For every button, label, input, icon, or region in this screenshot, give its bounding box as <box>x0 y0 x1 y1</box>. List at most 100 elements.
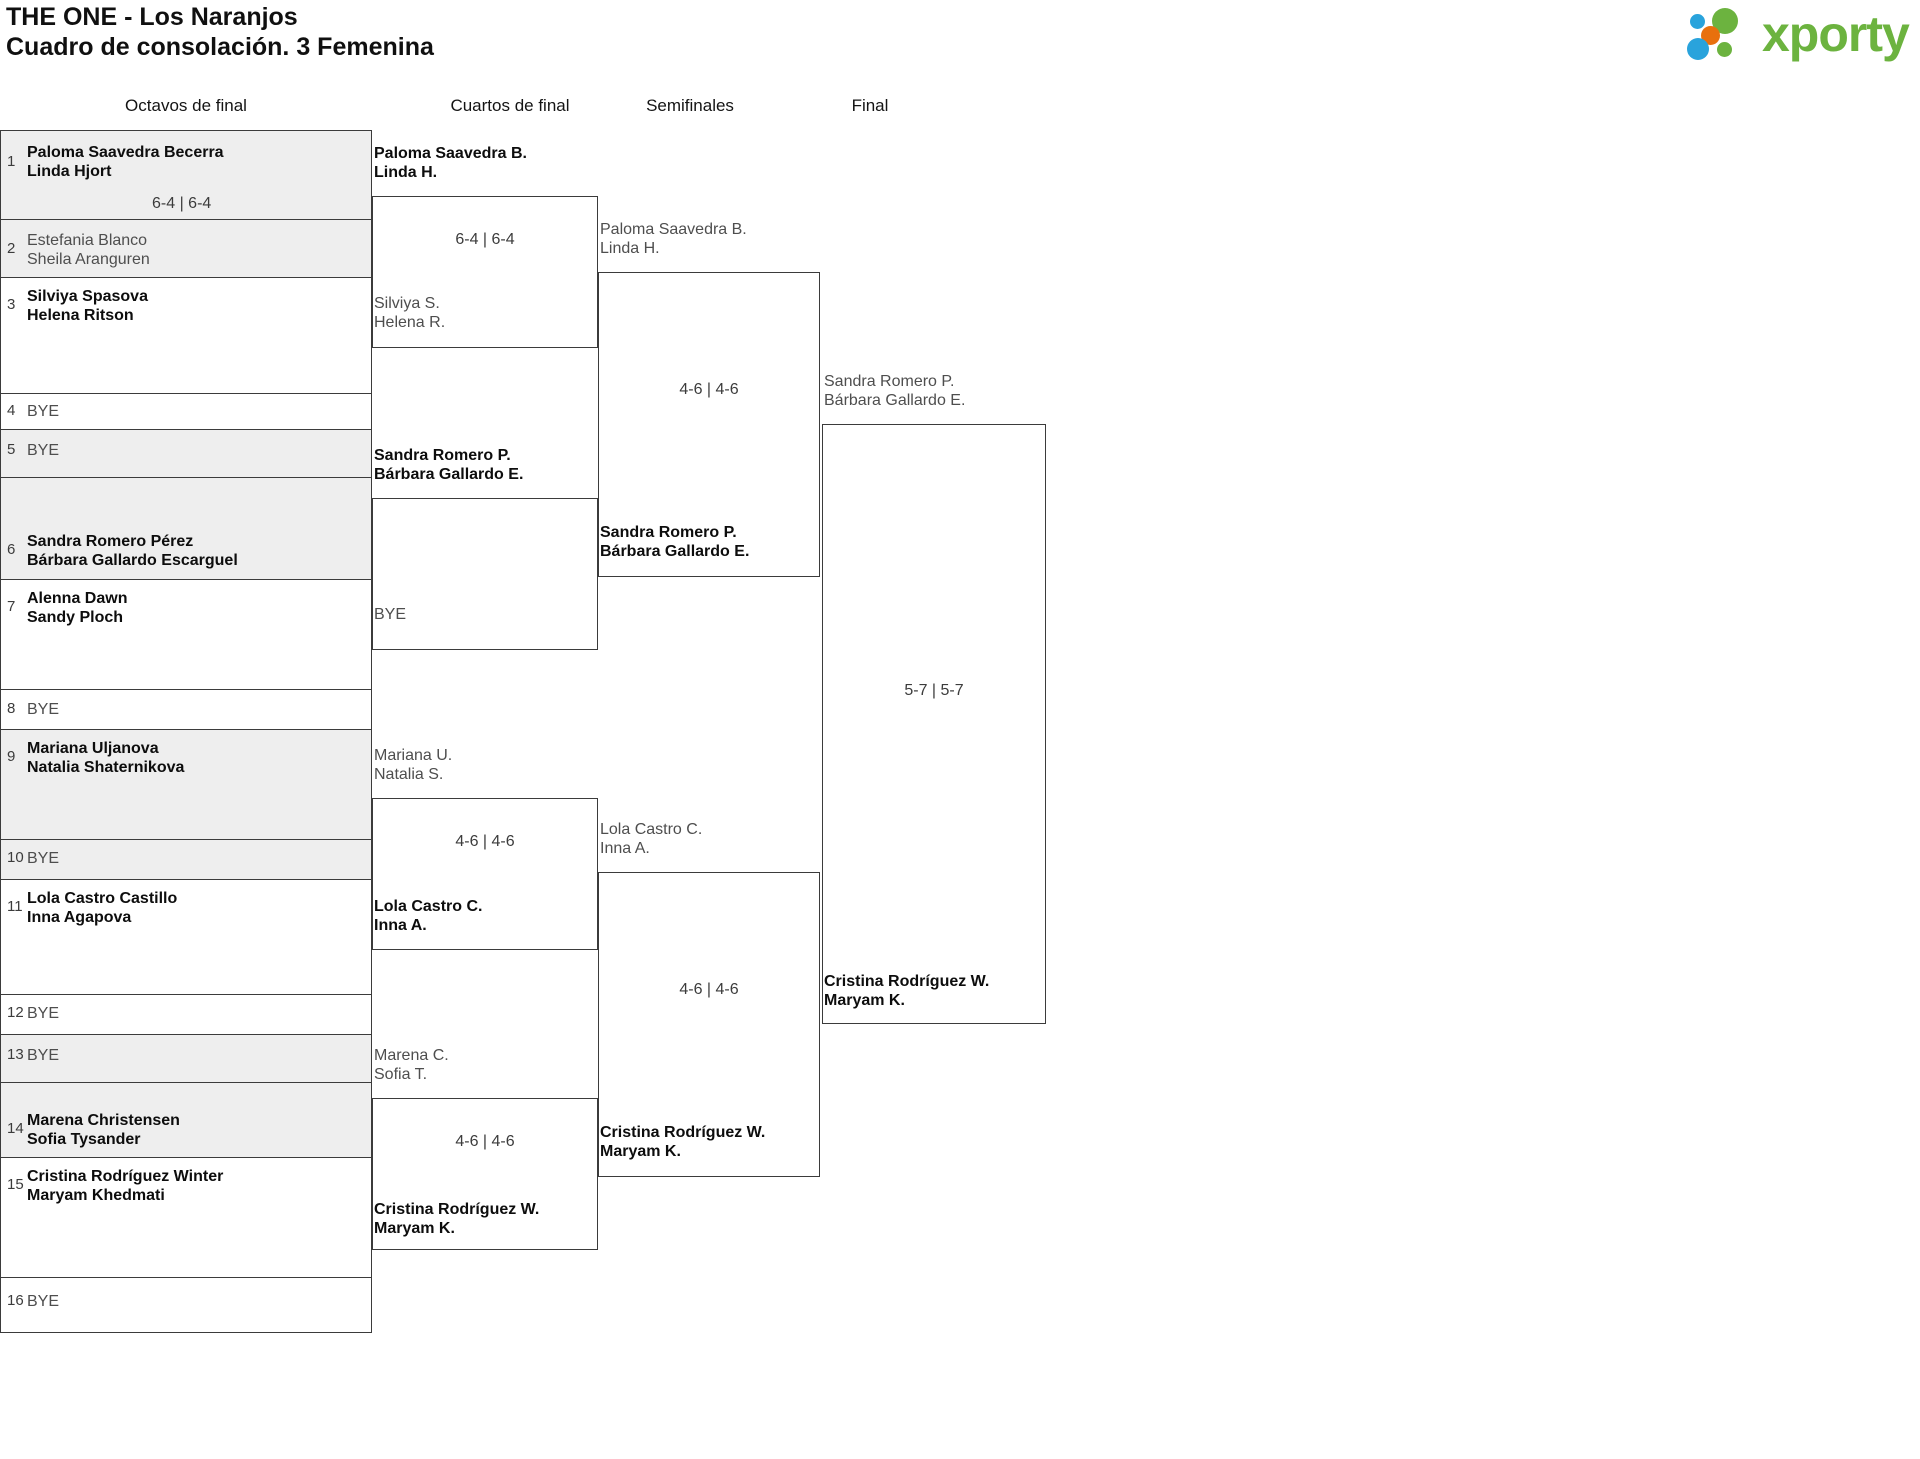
player-line-2: Helena R. <box>374 314 446 331</box>
player-line-1: BYE <box>27 850 60 867</box>
seed-number: 1 <box>7 153 16 170</box>
round-heading-octavos: Octavos de final <box>125 96 247 115</box>
player-line-2: Helena Ritson <box>27 307 134 324</box>
seed-number: 9 <box>7 748 16 765</box>
seed-number: 10 <box>7 849 24 866</box>
seed-number: 6 <box>7 541 16 558</box>
player-line-1: BYE <box>27 442 60 459</box>
r1-slot-12[interactable]: 12 BYE <box>0 995 372 1035</box>
logo-wordmark: xporty <box>1762 6 1910 62</box>
player-line-1: Sandra Romero P. <box>824 373 955 390</box>
seed-number: 11 <box>7 898 23 915</box>
r1-slot-9[interactable]: 9 Mariana Uljanova Natalia Shaternikova <box>0 730 372 840</box>
player-line-2: Maryam K. <box>374 1220 455 1237</box>
seed-number: 14 <box>7 1120 24 1137</box>
r3-match-1-score: 4-6 | 4-6 <box>679 381 739 398</box>
r3-match-2-score: 4-6 | 4-6 <box>679 981 739 998</box>
seed-number: 16 <box>7 1292 24 1309</box>
r2-match-4-score: 4-6 | 4-6 <box>455 1133 515 1150</box>
player-line-1: Silviya Spasova <box>27 288 148 305</box>
r1-slot-7[interactable]: 7 Alenna Dawn Sandy Ploch <box>0 580 372 690</box>
player-line-1: Paloma Saavedra B. <box>600 221 747 238</box>
r1-slot-3[interactable]: 3 Silviya Spasova Helena Ritson <box>0 278 372 394</box>
r2-match-3-score: 4-6 | 4-6 <box>455 833 515 850</box>
player-line-1: Marena Christensen <box>27 1112 180 1129</box>
player-line-2: Sheila Aranguren <box>27 251 150 268</box>
r2-match-4-connector <box>372 1098 598 1250</box>
player-line-2: Bárbara Gallardo Escarguel <box>27 552 238 569</box>
round-heading-semifinales: Semifinales <box>646 96 734 115</box>
player-line-2: Inna A. <box>600 840 650 857</box>
r1-slot-2[interactable]: 2 Estefania Blanco Sheila Aranguren <box>0 220 372 278</box>
seed-number: 5 <box>7 441 16 458</box>
player-line-1: BYE <box>27 1047 60 1064</box>
player-line-1: BYE <box>27 403 60 420</box>
player-line-2: Sofia Tysander <box>27 1131 141 1148</box>
player-line-1: Lola Castro C. <box>600 821 703 838</box>
r4-match-score: 5-7 | 5-7 <box>904 682 964 699</box>
r1-slot-13[interactable]: 13 BYE <box>0 1035 372 1083</box>
r1-slot-1[interactable]: 1 Paloma Saavedra Becerra Linda Hjort <box>0 130 372 220</box>
r1-slot-4[interactable]: 4 BYE <box>0 394 372 430</box>
player-line-1: Cristina Rodríguez W. <box>824 973 990 990</box>
tournament-name: THE ONE - Los Naranjos <box>6 3 298 31</box>
player-line-2: Linda H. <box>600 240 660 257</box>
r2-match-2-connector <box>372 498 598 650</box>
player-line-1: BYE <box>27 1293 60 1310</box>
player-line-1: Sandra Romero P. <box>374 447 511 464</box>
r2-match-1-connector <box>372 196 598 348</box>
player-line-1: Cristina Rodríguez Winter <box>27 1168 224 1185</box>
page-title: THE ONE - Los Naranjos Cuadro de consola… <box>6 2 434 62</box>
seed-number: 2 <box>7 240 16 257</box>
player-line-2: Natalia Shaternikova <box>27 759 185 776</box>
r4-match-connector <box>822 424 1046 1024</box>
player-line-1: Silviya S. <box>374 295 440 312</box>
xporty-logo: xporty <box>1686 6 1910 62</box>
player-line-2: Inna Agapova <box>27 909 132 926</box>
player-line-1: BYE <box>374 606 407 623</box>
player-line-1: BYE <box>27 1005 60 1022</box>
logo-dot-blue-large <box>1687 38 1709 60</box>
r1-slot-5[interactable]: 5 BYE <box>0 430 372 478</box>
seed-number: 4 <box>7 402 16 419</box>
player-line-2: Linda H. <box>374 164 438 181</box>
draw-subtitle: Cuadro de consolación. 3 Femenina <box>6 33 434 61</box>
seed-number: 12 <box>7 1004 24 1021</box>
r1-slot-14[interactable]: 14 Marena Christensen Sofia Tysander <box>0 1083 372 1158</box>
r1-slot-10[interactable]: 10 BYE <box>0 840 372 880</box>
player-line-1: Estefania Blanco <box>27 232 148 249</box>
r3-match-1-connector <box>598 272 820 577</box>
player-line-1: Cristina Rodríguez W. <box>600 1124 766 1141</box>
seed-number: 13 <box>7 1046 24 1063</box>
r2-match-1-score: 6-4 | 6-4 <box>455 231 515 248</box>
player-line-2: Maryam K. <box>824 992 905 1009</box>
player-line-1: Paloma Saavedra Becerra <box>27 144 224 161</box>
player-line-2: Sofia T. <box>374 1066 428 1083</box>
round-heading-cuartos: Cuartos de final <box>450 96 570 115</box>
player-line-1: Lola Castro C. <box>374 898 483 915</box>
r1-slot-8[interactable]: 8 BYE <box>0 690 372 730</box>
r3-match-2-connector <box>598 872 820 1177</box>
player-line-2: Natalia S. <box>374 766 444 783</box>
r1-slot-16[interactable]: 16 BYE <box>0 1278 372 1333</box>
player-line-2: Sandy Ploch <box>27 609 124 626</box>
seed-number: 7 <box>7 598 16 615</box>
r1-slot-11[interactable]: 11 Lola Castro Castillo Inna Agapova <box>0 880 372 995</box>
r1-slot-6[interactable]: 6 Sandra Romero Pérez Bárbara Gallardo E… <box>0 478 372 580</box>
round-heading-final: Final <box>851 96 889 115</box>
player-line-1: BYE <box>27 701 60 718</box>
r1-slot-15[interactable]: 15 Cristina Rodríguez Winter Maryam Khed… <box>0 1158 372 1278</box>
logo-dot-green-small <box>1717 42 1732 57</box>
player-line-2: Inna A. <box>374 917 427 934</box>
seed-number: 8 <box>7 700 16 717</box>
player-line-2: Bárbara Gallardo E. <box>824 392 966 409</box>
player-line-1: Sandra Romero P. <box>600 524 737 541</box>
player-line-1: Lola Castro Castillo <box>27 890 178 907</box>
player-line-1: Cristina Rodríguez W. <box>374 1201 540 1218</box>
seed-number: 3 <box>7 296 16 313</box>
player-line-1: Mariana U. <box>374 747 453 764</box>
player-line-2: Bárbara Gallardo E. <box>600 543 750 560</box>
player-line-2: Maryam Khedmati <box>27 1187 165 1204</box>
r2-match-3-connector <box>372 798 598 950</box>
